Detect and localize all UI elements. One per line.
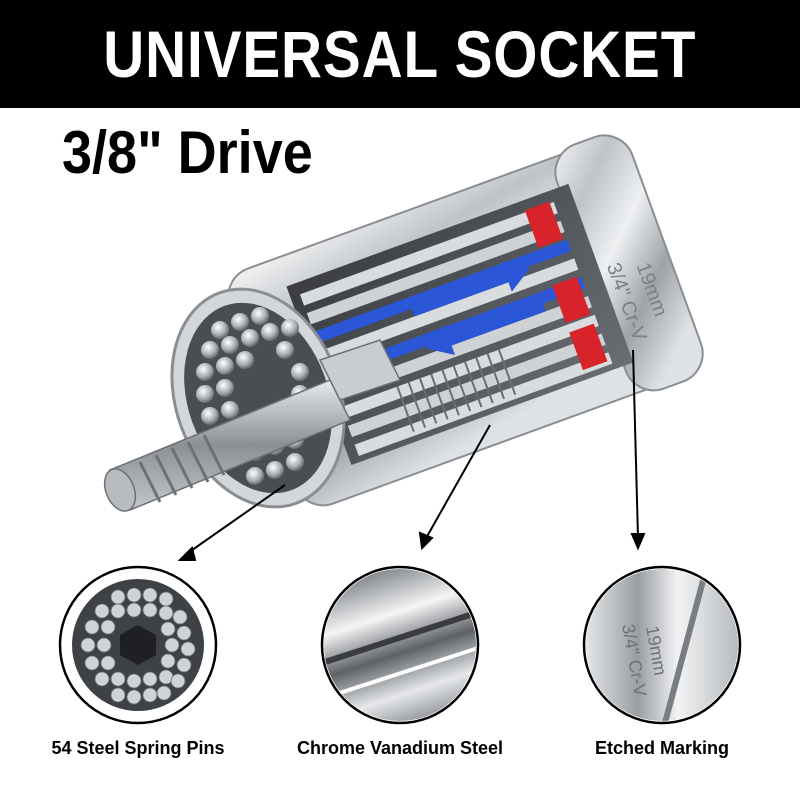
pins-closeup-icon [58, 565, 218, 725]
motion-arrows [410, 261, 546, 355]
chrome-closeup-icon [320, 565, 480, 725]
feature-chrome-closeup [320, 565, 480, 725]
internal-pins [299, 201, 613, 456]
bolt [103, 339, 402, 512]
etching-closeup-icon: 3/4" Cr-V 19mm [582, 565, 742, 725]
feature-etching-closeup: 3/4" Cr-V 19mm [582, 565, 742, 725]
drive-size-title: 3/8" Drive [62, 119, 313, 186]
feature-label-etching: Etched Marking [594, 738, 730, 758]
socket-front-face [103, 287, 402, 512]
feature-label-chrome: Chrome Vanadium Steel [296, 738, 504, 758]
title-banner: UNIVERSAL SOCKET [0, 0, 800, 108]
feature-label-pins: 54 Steel Spring Pins [51, 738, 225, 758]
banner-title: UNIVERSAL SOCKET [103, 17, 697, 91]
feature-pins-closeup [58, 565, 218, 725]
callout-arrows [177, 349, 646, 561]
